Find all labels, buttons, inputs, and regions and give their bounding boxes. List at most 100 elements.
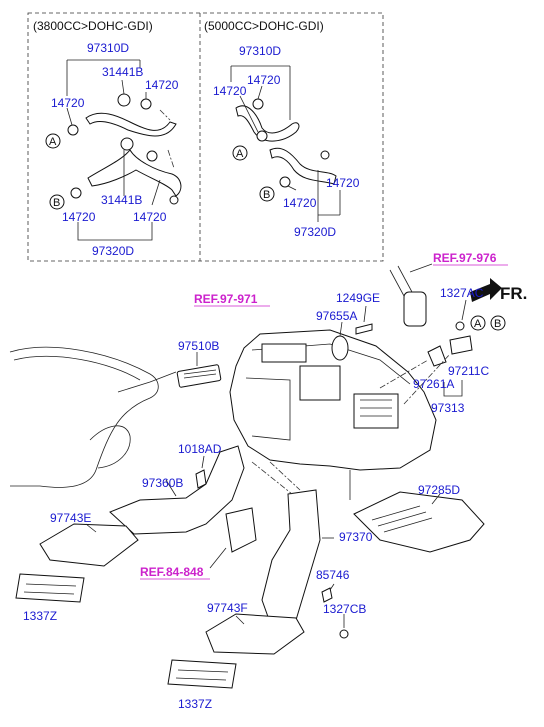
upper-hose-fitting [117,93,131,107]
nut-1327AC [455,321,465,331]
label-97743F: 97743F [207,601,248,615]
leader-97285D [431,493,441,505]
leader-97320D-right [317,170,341,222]
heater-core-fins [360,399,392,417]
leader-97743F [235,615,245,625]
grille-left-slats [23,583,77,595]
label-14720-lower-right: 14720 [133,210,167,224]
bolt-1249GE [355,323,373,335]
floor-duct-97370 [261,489,321,629]
front-direction-label: FR. [500,284,527,303]
nut-1327CB [339,629,349,639]
label-97310D-left: 97310D [87,41,129,55]
label-14720-upper: 14720 [145,78,179,92]
label-1018AD: 1018AD [178,442,222,456]
label-97320D-left: 97320D [92,244,134,258]
label-31441B-upper: 31441B [102,65,143,79]
duct-ref-848 [225,507,257,553]
ref-84-848: REF.84-848 [140,565,204,579]
cover-97211C [449,335,473,355]
leader-97310D [66,59,141,96]
left-box-header: (3800CC>DOHC-GDI) [33,19,153,33]
label-97261A: 97261A [413,377,454,391]
label-14720-right-d: 14720 [283,196,317,210]
label-31441B-lower: 31441B [101,193,142,207]
leader-97655A [339,321,343,337]
leader-1018AD [201,455,205,469]
grille-1337Z-bottom [167,659,237,689]
circle-marker-b-main [490,315,506,331]
leader-31441B-top [121,79,125,95]
upper-hose-clamp [140,98,152,110]
label-97313: 97313 [431,401,465,415]
circle-marker-a-right [232,145,248,161]
clamp-5000-d [320,150,330,160]
lower-heater-hose [87,149,182,197]
heater-side-panel [245,377,291,441]
lower-hose-clamp-right [146,150,158,162]
leader-14720-c [287,185,297,191]
water-valve [403,291,427,327]
lower-hose-clamp-left [70,187,82,199]
marker-a-right: A [236,148,244,160]
leader-14720-b [239,95,259,133]
leader-14720-left [66,107,73,126]
option-box-outline [27,12,384,262]
clamp-5000-b [256,130,268,142]
label-97510B: 97510B [178,339,219,353]
ref-97-971: REF.97-971 [194,292,258,306]
leader-97743E [85,523,97,533]
lower-heater-hose-5000 [269,147,337,185]
marker-a-left: A [49,136,57,148]
upper-heater-hose [85,112,177,137]
label-97310D-right: 97310D [239,44,281,58]
wheel-arch [89,425,131,469]
label-14720-left: 14720 [51,96,85,110]
rear-duct-97360B [109,445,245,535]
label-1337Z-left: 1337Z [23,609,57,623]
label-14720-right-b: 14720 [213,84,247,98]
phantom-lines-main [379,353,451,405]
dashboard-outline [9,346,159,488]
grille-1337Z-left [15,573,85,603]
marker-b-right: B [263,189,270,201]
leader-97310D-right [230,65,291,120]
label-1337Z-bottom: 1337Z [178,697,212,711]
hvac-assembly: A B [9,263,506,689]
clamp-5000-c [279,176,291,188]
heater-blower-case [299,365,341,401]
dashboard-edge [13,355,141,381]
leader-14720-a [257,85,263,100]
right-box-header: (5000CC>DOHC-GDI) [204,19,324,33]
marker-b-left: B [53,197,60,209]
circle-marker-a-main [470,315,486,331]
main-labels: REF.97-976 REF.97-971 REF.84-848 FR. 124… [23,251,527,711]
bracket-97261A [427,345,447,367]
lower-hose-fitting [120,137,134,151]
marker-a-main: A [474,318,482,330]
engine-option-boxes: (3800CC>DOHC-GDI) (5000CC>DOHC-GDI) [27,12,384,262]
dash-vent-lead [117,371,177,393]
water-valve-pipes [389,265,413,297]
phantom-duct-lines [251,461,301,495]
leader-ref-848 [209,547,227,569]
leader-97313 [443,380,463,397]
label-97320D-right: 97320D [294,225,336,239]
lower-cover-ribs [371,505,433,533]
leader-14720-bottom-right [151,179,161,206]
center-vent-slats [183,369,217,379]
upper-heater-hose-5000 [235,105,300,142]
left-hose-clamp [67,124,79,136]
leader-85746 [329,583,335,591]
label-14720-right-c: 14720 [326,176,360,190]
label-97655A: 97655A [316,309,357,323]
phantom-lines-left [159,109,175,169]
label-97370: 97370 [339,530,373,544]
leader-97360B [165,479,177,497]
label-97285D: 97285D [418,483,460,497]
rear-vent-97743E [39,523,139,567]
label-14720-right-a: 14720 [247,73,281,87]
grille-bottom-slats [175,669,229,681]
rear-vent-97743F [205,613,305,655]
